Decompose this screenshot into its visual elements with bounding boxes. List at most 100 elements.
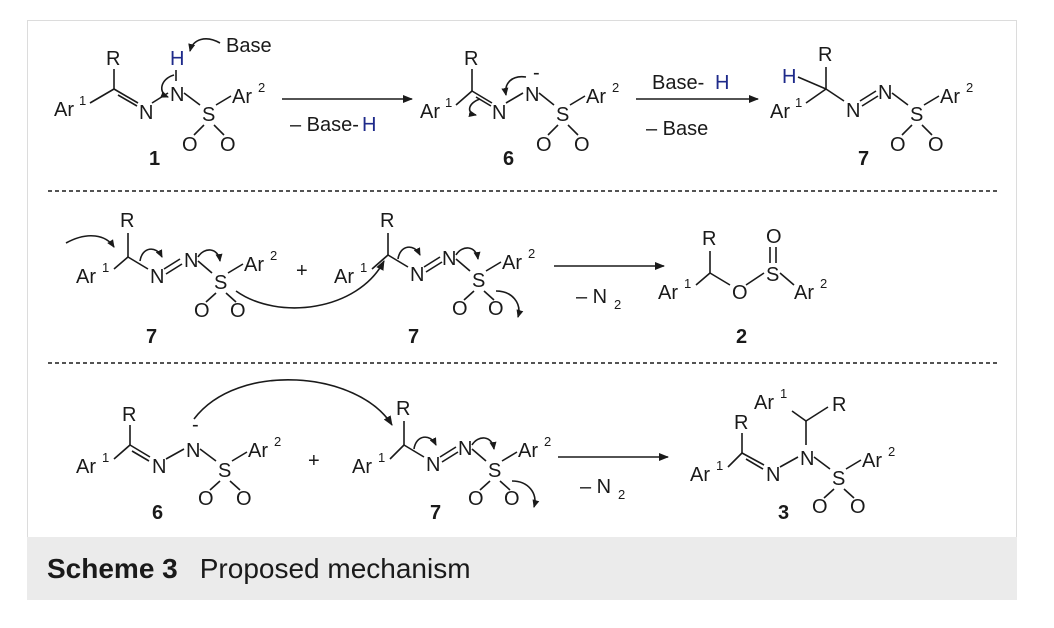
atom-O: O bbox=[452, 298, 468, 320]
arrow-condition: – Base bbox=[646, 118, 708, 140]
compound-label: 7 bbox=[408, 326, 419, 348]
curved-arrow bbox=[160, 74, 175, 98]
atom-S: S bbox=[214, 272, 227, 294]
atom-Ar: Ar bbox=[248, 440, 268, 462]
compound-1: R Ar 1 N N H S O O Ar 2 Base 1 bbox=[54, 35, 272, 170]
compound-label: 6 bbox=[152, 502, 163, 524]
bond bbox=[423, 256, 441, 268]
atom-Ar: Ar bbox=[690, 464, 710, 486]
bond bbox=[921, 124, 933, 136]
compound-2: R Ar 1 O S O Ar 2 2 bbox=[658, 226, 827, 348]
bond bbox=[547, 124, 559, 136]
scheme-caption: Scheme 3 Proposed mechanism bbox=[27, 537, 1017, 600]
atom-S: S bbox=[472, 270, 485, 292]
atom-Ar: Ar bbox=[420, 101, 440, 123]
sup-1: 1 bbox=[445, 95, 452, 110]
bond bbox=[825, 88, 845, 102]
bond bbox=[695, 272, 711, 286]
sup-2: 2 bbox=[820, 276, 827, 291]
compound-7: R Ar 1 N N S O O Ar 2 7 bbox=[65, 210, 277, 348]
bond bbox=[499, 480, 511, 491]
bond bbox=[861, 95, 879, 107]
minus-charge: - bbox=[192, 414, 199, 436]
bond bbox=[479, 480, 491, 491]
minus-charge: - bbox=[533, 62, 540, 84]
atom-O: O bbox=[890, 134, 906, 156]
plus-sign: + bbox=[296, 260, 308, 282]
atom-S: S bbox=[910, 104, 923, 126]
caption-text: Proposed mechanism bbox=[199, 552, 471, 584]
sup-1: 1 bbox=[360, 260, 367, 275]
atom-N: N bbox=[492, 102, 506, 124]
atom-S: S bbox=[832, 468, 845, 490]
bond bbox=[131, 450, 150, 462]
atom-O: O bbox=[766, 226, 782, 248]
atom-Ar: Ar bbox=[794, 282, 814, 304]
atom-N: N bbox=[766, 464, 780, 486]
atom-N: N bbox=[139, 102, 153, 124]
curved-arrow bbox=[455, 247, 481, 260]
atom-O: O bbox=[468, 488, 484, 510]
bond bbox=[845, 459, 862, 470]
curved-arrow bbox=[235, 260, 385, 309]
bond bbox=[471, 90, 493, 104]
sup-1: 1 bbox=[780, 386, 787, 401]
bond bbox=[505, 92, 524, 104]
compound-7: R Ar 1 N N S O O Ar 2 7 bbox=[352, 398, 551, 524]
bond bbox=[779, 456, 799, 468]
bond bbox=[193, 124, 205, 136]
sup-2: 2 bbox=[258, 80, 265, 95]
atom-O: O bbox=[732, 282, 748, 304]
atom-Ar: Ar bbox=[862, 450, 882, 472]
compound-3: R Ar 1 N N Ar 1 R S O O Ar 2 3 bbox=[690, 386, 895, 524]
bond bbox=[791, 410, 807, 422]
row-2: R Ar 1 N N S O O Ar 2 7 + bbox=[65, 210, 827, 348]
atom-O: O bbox=[236, 488, 252, 510]
atom-N: N bbox=[426, 454, 440, 476]
base-text: Base bbox=[226, 35, 272, 57]
bond bbox=[127, 256, 149, 270]
atom-S: S bbox=[766, 264, 779, 286]
atom-Ar: Ar bbox=[352, 456, 372, 478]
bond bbox=[859, 90, 877, 102]
bond bbox=[129, 444, 151, 458]
atom-Ar: Ar bbox=[502, 252, 522, 274]
bond bbox=[779, 272, 795, 286]
bond bbox=[209, 480, 221, 491]
atom-O: O bbox=[812, 496, 828, 518]
bond bbox=[797, 76, 827, 90]
atom-O: O bbox=[504, 488, 520, 510]
atom-O: O bbox=[850, 496, 866, 518]
atom-S: S bbox=[488, 460, 501, 482]
compound-label: 6 bbox=[503, 148, 514, 170]
atom-R: R bbox=[702, 228, 716, 250]
bond bbox=[813, 456, 831, 470]
mechanism-scheme: R Ar 1 N N H S O O Ar 2 Base 1 bbox=[48, 35, 1000, 524]
bond bbox=[165, 263, 183, 275]
atom-O: O bbox=[182, 134, 198, 156]
atom-N: N bbox=[410, 264, 424, 286]
bond bbox=[901, 124, 913, 136]
atom-N: N bbox=[525, 84, 539, 106]
atom-R: R bbox=[396, 398, 410, 420]
bond bbox=[425, 261, 443, 273]
sup-2: 2 bbox=[966, 80, 973, 95]
atom-R: R bbox=[464, 48, 478, 70]
arrow-condition: – Base- bbox=[290, 114, 359, 136]
bond bbox=[199, 448, 217, 462]
curved-arrow bbox=[413, 436, 437, 450]
sup-2: 2 bbox=[612, 80, 619, 95]
atom-O: O bbox=[198, 488, 214, 510]
bond bbox=[89, 88, 115, 104]
bond bbox=[823, 488, 835, 499]
bond bbox=[387, 254, 409, 268]
atom-R: R bbox=[380, 210, 394, 232]
compound-6: R Ar 1 N N - S O O Ar 2 6 bbox=[76, 404, 281, 524]
atom-Ar: Ar bbox=[658, 282, 678, 304]
atom-O: O bbox=[488, 298, 504, 320]
bond bbox=[709, 272, 731, 286]
sup-1: 1 bbox=[102, 450, 109, 465]
bond bbox=[389, 444, 405, 460]
atom-Ar: Ar bbox=[940, 86, 960, 108]
atom-O: O bbox=[536, 134, 552, 156]
